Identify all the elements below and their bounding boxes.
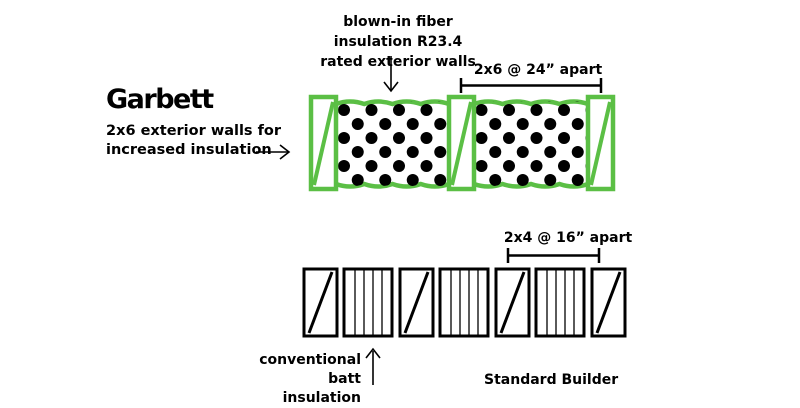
blown-insulation-cavity-2 — [468, 99, 594, 189]
blown-label-line1: blown-in fiber insulation R23.4 — [333, 14, 463, 50]
blown-label-line2: rated exterior walls — [320, 54, 476, 70]
garbett-stud-2 — [446, 94, 477, 192]
garbett-brand-logo: Garbett — [106, 84, 214, 115]
garbett-stud-1 — [308, 94, 339, 192]
garbett-desc-right-arrow — [256, 144, 291, 160]
garbett-desc-line2: increased insulation — [106, 142, 272, 158]
standard-stud-2 — [398, 267, 435, 338]
batt-insulation-2 — [438, 267, 490, 338]
blown-in-insulation-label: blown-in fiber insulation R23.4 rated ex… — [318, 12, 478, 72]
spacing-24-dimension-line — [459, 78, 603, 93]
spacing-16-dimension-line — [506, 248, 601, 263]
blown-insulation-cavity-1 — [330, 99, 455, 189]
batt-insulation-3 — [534, 267, 586, 338]
fiber-dots — [333, 101, 452, 187]
batt-label-up-arrow — [365, 347, 381, 385]
garbett-desc-line1: 2x6 exterior walls for — [106, 123, 282, 139]
garbett-wall — [308, 94, 616, 192]
batt-label-line1: conventional — [259, 352, 361, 368]
garbett-wall-description: 2x6 exterior walls for increased insulat… — [106, 122, 281, 160]
blown-label-down-arrow — [383, 56, 399, 93]
stud-spacing-24-label: 2x6 @ 24” apart — [473, 62, 603, 78]
batt-insulation-1 — [342, 267, 394, 338]
stud-spacing-16-label: 2x4 @ 16” apart — [503, 230, 633, 246]
standard-stud-1 — [302, 267, 339, 338]
garbett-stud-3 — [585, 94, 616, 192]
fiber-dots — [471, 101, 591, 187]
standard-builder-label: Standard Builder — [484, 372, 619, 388]
standard-wall — [302, 267, 627, 338]
standard-stud-3 — [494, 267, 531, 338]
standard-stud-4 — [590, 267, 627, 338]
